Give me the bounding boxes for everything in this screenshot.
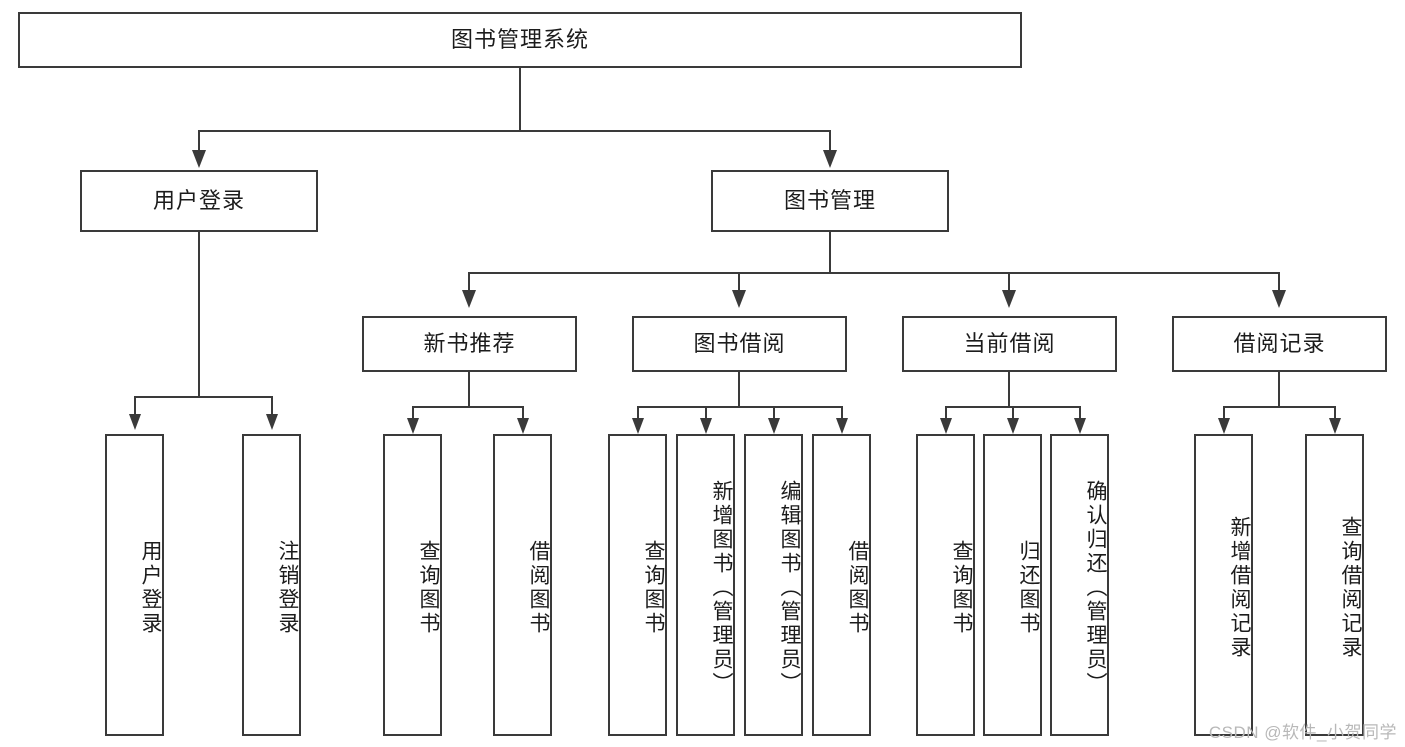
leaf-user-login-logout[interactable]: 注销登录 (242, 434, 301, 736)
arrowhead-to-book-borrow (732, 290, 746, 308)
arrowhead-current-borrow-leaf-3 (1074, 418, 1086, 434)
arrowhead-to-current-borrow (1002, 290, 1016, 308)
arrowhead-to-borrow-record (1272, 290, 1286, 308)
connector-borrow-record-drop-1 (1223, 406, 1225, 420)
connector-book-borrow-drop-4 (841, 406, 843, 420)
leaf-book-borrow-borrow[interactable]: 借阅图书 (812, 434, 871, 736)
arrowhead-book-borrow-leaf-3 (768, 418, 780, 434)
node-label: 查询图书 (950, 540, 973, 636)
connector-book-borrow-drop-2 (705, 406, 707, 420)
node-label: 用户登录 (139, 540, 162, 636)
connector-to-new-book (468, 272, 470, 292)
connector-book-borrow-drop-3 (773, 406, 775, 420)
connector-current-borrow-drop-2 (1012, 406, 1014, 420)
leaf-borrow-record-add[interactable]: 新增借阅记录 (1194, 434, 1253, 736)
leaf-current-borrow-confirm[interactable]: 确认归还（管理员） (1050, 434, 1109, 736)
node-label: 图书管理 (783, 188, 876, 214)
node-label: 用户登录 (152, 188, 245, 214)
arrowhead-book-borrow-leaf-2 (700, 418, 712, 434)
connector-level3-bus (468, 272, 1280, 274)
connector-root-stem (519, 68, 521, 130)
connector-current-borrow-stem (1008, 372, 1010, 406)
connector-level2-bus (198, 130, 830, 132)
connector-new-book-stem (468, 372, 470, 406)
connector-book-manage-stem (829, 232, 831, 272)
connector-current-borrow-drop-3 (1079, 406, 1081, 420)
connector-to-borrow-record (1278, 272, 1280, 292)
connector-user-login-stem (198, 232, 200, 396)
arrowhead-to-user-login (192, 150, 206, 168)
node-user-login[interactable]: 用户登录 (80, 170, 318, 232)
connector-to-book-borrow (738, 272, 740, 292)
node-label: 图书管理系统 (450, 27, 589, 53)
leaf-user-login-login[interactable]: 用户登录 (105, 434, 164, 736)
arrowhead-to-new-book (462, 290, 476, 308)
csdn-watermark: CSDN @软件_小贺同学 (1208, 723, 1397, 742)
connector-user-login-drop-2 (271, 396, 273, 416)
leaf-book-borrow-query[interactable]: 查询图书 (608, 434, 667, 736)
arrowhead-current-borrow-leaf-2 (1007, 418, 1019, 434)
arrowhead-user-login-leaf-1 (129, 414, 141, 430)
node-new-book-recommend[interactable]: 新书推荐 (362, 316, 577, 372)
node-label: 借阅图书 (846, 540, 869, 636)
node-label: 新增借阅记录 (1228, 516, 1251, 660)
arrowhead-current-borrow-leaf-1 (940, 418, 952, 434)
node-label: 注销登录 (276, 540, 299, 636)
node-borrow-record[interactable]: 借阅记录 (1172, 316, 1387, 372)
node-book-manage[interactable]: 图书管理 (711, 170, 949, 232)
arrowhead-user-login-leaf-2 (266, 414, 278, 430)
leaf-book-borrow-edit[interactable]: 编辑图书（管理员） (744, 434, 803, 736)
node-current-borrow[interactable]: 当前借阅 (902, 316, 1117, 372)
arrowhead-to-book-manage (823, 150, 837, 168)
connector-new-book-bus (412, 406, 524, 408)
node-label: 借阅记录 (1233, 331, 1326, 357)
connector-current-borrow-drop-1 (945, 406, 947, 420)
connector-user-login-bus (134, 396, 273, 398)
arrowhead-book-borrow-leaf-1 (632, 418, 644, 434)
node-label: 查询图书 (417, 540, 440, 636)
node-label: 归还图书 (1017, 540, 1040, 636)
node-label: 当前借阅 (963, 331, 1056, 357)
connector-user-login-drop-1 (134, 396, 136, 416)
node-label: 借阅图书 (527, 540, 550, 636)
node-label: 查询图书 (642, 540, 665, 636)
connector-new-book-drop-2 (522, 406, 524, 420)
connector-to-current-borrow (1008, 272, 1010, 292)
node-label: 编辑图书（管理员） (778, 480, 801, 696)
node-label: 确认归还（管理员） (1084, 480, 1107, 696)
connector-to-book-manage (829, 130, 831, 152)
arrowhead-new-book-leaf-2 (517, 418, 529, 434)
leaf-current-borrow-return[interactable]: 归还图书 (983, 434, 1042, 736)
leaf-borrow-record-query[interactable]: 查询借阅记录 (1305, 434, 1364, 736)
arrowhead-book-borrow-leaf-4 (836, 418, 848, 434)
node-book-borrow[interactable]: 图书借阅 (632, 316, 847, 372)
connector-borrow-record-drop-2 (1334, 406, 1336, 420)
node-label: 图书借阅 (693, 331, 786, 357)
connector-to-user-login (198, 130, 200, 152)
node-label: 新增图书（管理员） (710, 480, 733, 696)
node-label: 新书推荐 (423, 331, 516, 357)
arrowhead-borrow-record-leaf-2 (1329, 418, 1341, 434)
leaf-current-borrow-query[interactable]: 查询图书 (916, 434, 975, 736)
connector-new-book-drop-1 (412, 406, 414, 420)
node-label: 查询借阅记录 (1339, 516, 1362, 660)
arrowhead-new-book-leaf-1 (407, 418, 419, 434)
arrowhead-borrow-record-leaf-1 (1218, 418, 1230, 434)
connector-book-borrow-stem (738, 372, 740, 406)
node-root-system[interactable]: 图书管理系统 (18, 12, 1022, 68)
leaf-new-book-query[interactable]: 查询图书 (383, 434, 442, 736)
connector-book-borrow-drop-1 (637, 406, 639, 420)
connector-borrow-record-stem (1278, 372, 1280, 406)
leaf-new-book-borrow[interactable]: 借阅图书 (493, 434, 552, 736)
connector-book-borrow-bus (637, 406, 842, 408)
leaf-book-borrow-add[interactable]: 新增图书（管理员） (676, 434, 735, 736)
connector-borrow-record-bus (1223, 406, 1336, 408)
